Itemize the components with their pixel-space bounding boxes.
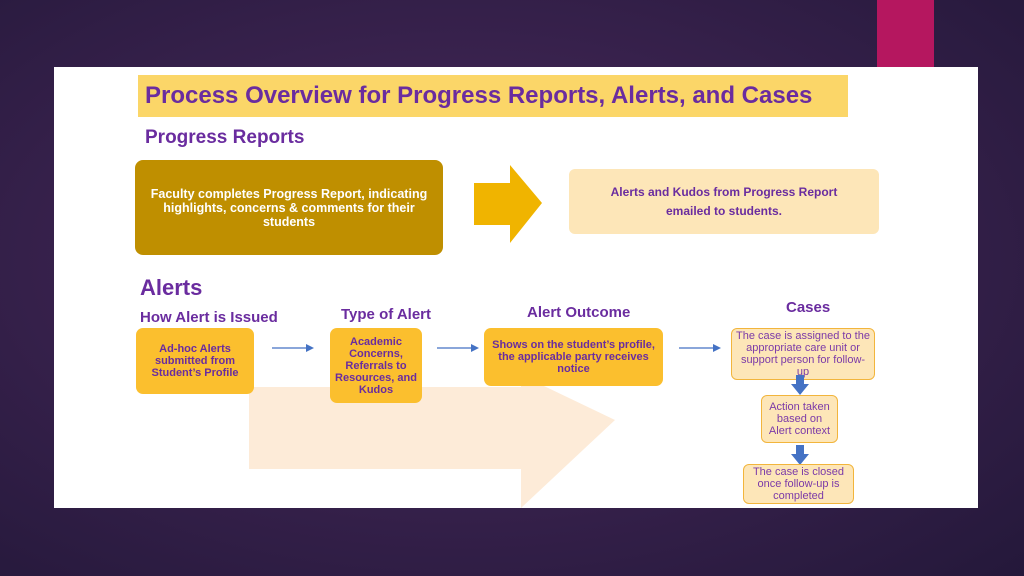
chevron-right-arrow-icon	[474, 165, 542, 243]
alerts-kudos-email-text: Alerts and Kudos from Progress Report em…	[610, 184, 838, 218]
case-assigned-box: The case is assigned to the appropriate …	[731, 328, 875, 380]
title-band	[138, 75, 848, 117]
col-alert-outcome: Alert Outcome	[527, 304, 631, 321]
alerts-kudos-email-box: Alerts and Kudos from Progress Report em…	[569, 169, 879, 234]
col-cases: Cases	[786, 299, 831, 316]
flow-arrow-icon	[272, 344, 314, 352]
faculty-progress-report-text: Faculty completes Progress Report, indic…	[150, 186, 428, 229]
adhoc-alerts-box: Ad-hoc Alerts submitted from Student’s P…	[136, 328, 254, 394]
faculty-progress-report-box: Faculty completes Progress Report, indic…	[135, 160, 443, 255]
type-of-alert-box: Academic Concerns, Referrals to Resource…	[330, 328, 422, 403]
alert-outcome-text: Shows on the student’s profile, the appl…	[492, 339, 655, 375]
progress-reports-heading: Progress Reports	[145, 127, 305, 148]
background-arrow-shape	[249, 375, 615, 508]
action-taken-box: Action taken based on Alert context	[761, 395, 838, 443]
case-closed-text: The case is closed once follow-up is com…	[752, 466, 845, 502]
alert-outcome-box: Shows on the student’s profile, the appl…	[484, 328, 663, 386]
action-taken-text: Action taken based on Alert context	[768, 401, 831, 437]
type-of-alert-text: Academic Concerns, Referrals to Resource…	[335, 335, 417, 396]
col-how-alert-issued: How Alert is Issued	[140, 309, 278, 326]
down-arrow-icon	[791, 375, 809, 395]
adhoc-alerts-text: Ad-hoc Alerts submitted from Student’s P…	[151, 343, 239, 379]
page-title: Process Overview for Progress Reports, A…	[145, 82, 813, 109]
alerts-heading: Alerts	[140, 275, 203, 300]
flow-arrow-icon	[679, 344, 721, 352]
case-closed-box: The case is closed once follow-up is com…	[743, 464, 854, 504]
case-assigned-text: The case is assigned to the appropriate …	[736, 330, 870, 378]
col-type-of-alert: Type of Alert	[341, 306, 432, 323]
flow-arrow-icon	[437, 344, 479, 352]
down-arrow-icon	[791, 445, 809, 465]
